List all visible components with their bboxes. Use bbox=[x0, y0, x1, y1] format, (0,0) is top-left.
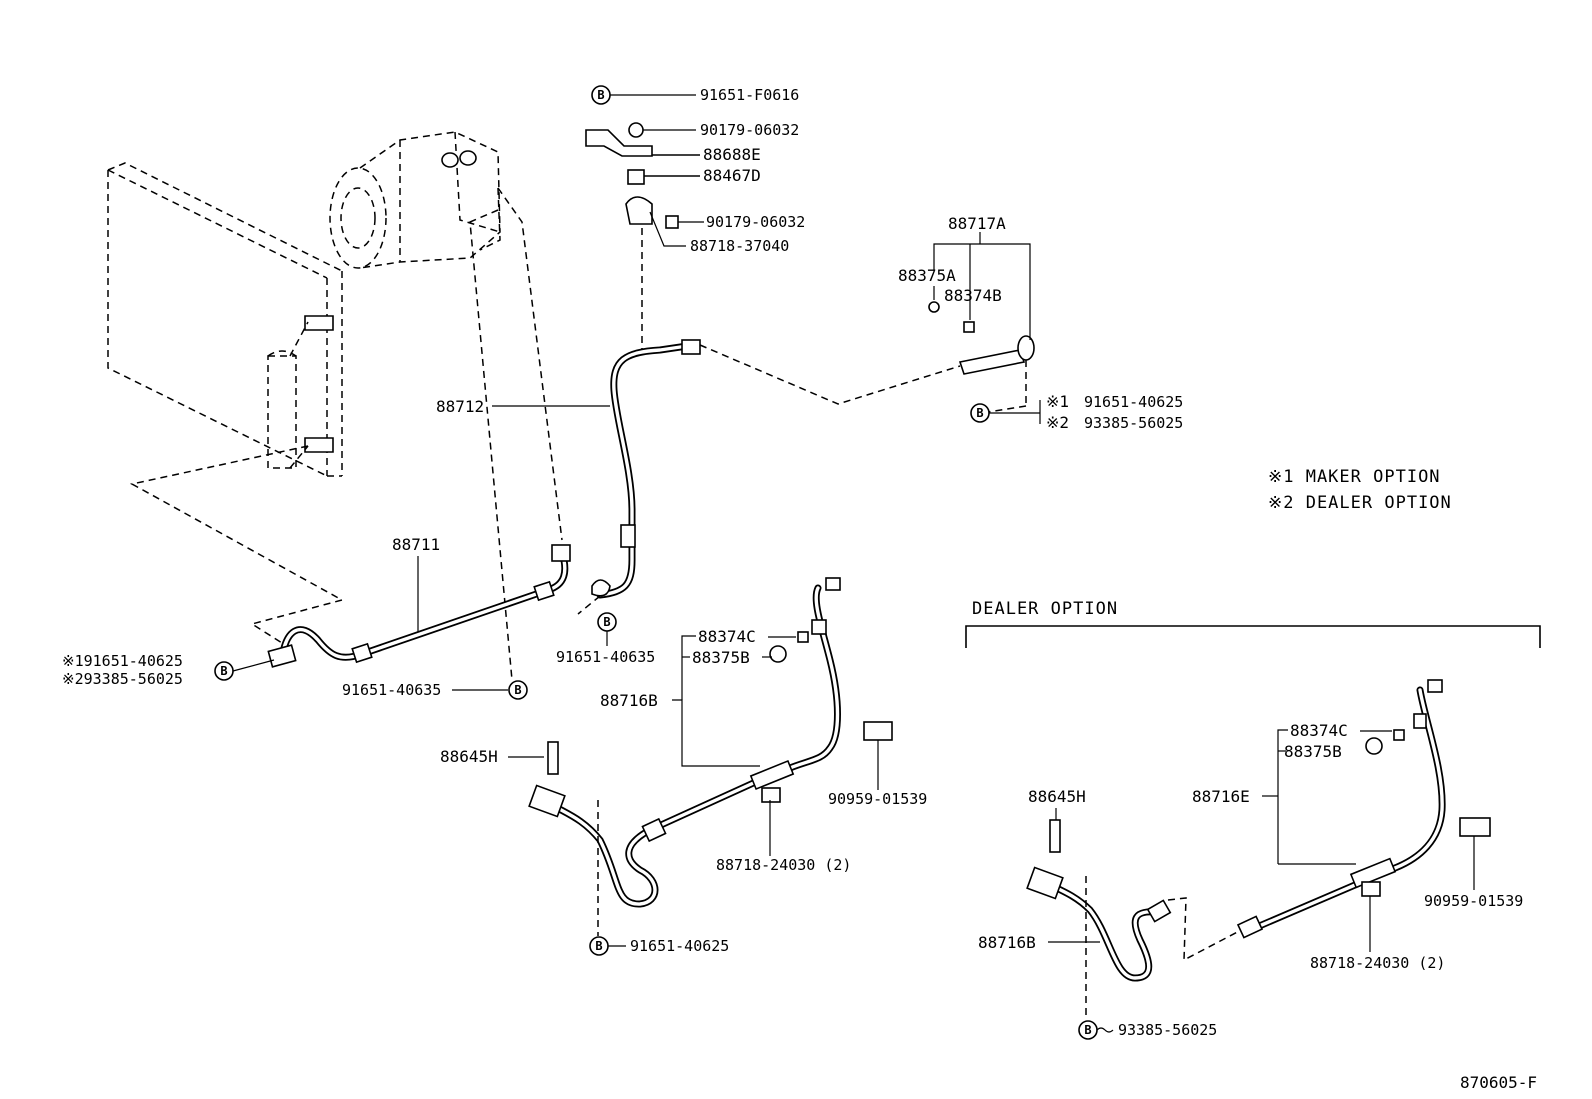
bolt-marker-mid-upper: B bbox=[597, 612, 617, 632]
label-88716b: 88716B bbox=[600, 691, 658, 710]
figure-id: 870605-F bbox=[1460, 1073, 1537, 1092]
label-dealer-88718-24030: 88718-24030 (2) bbox=[1310, 954, 1445, 972]
label-dealer-93385-56025: 93385-56025 bbox=[1118, 1021, 1217, 1039]
label-88375a: 88375A bbox=[898, 266, 956, 285]
label-88374c: 88374C bbox=[698, 627, 756, 646]
label-dealer-90959-01539: 90959-01539 bbox=[1424, 892, 1523, 910]
label-91651-40625-bottom: 91651-40625 bbox=[630, 937, 729, 955]
leader-condenser-outlet bbox=[129, 445, 344, 649]
label-dealer-88374c: 88374C bbox=[1290, 721, 1348, 740]
label-90959-01539: 90959-01539 bbox=[828, 790, 927, 808]
leader-compressor-suction bbox=[497, 187, 563, 541]
label-88718-24030: 88718-24030 (2) bbox=[716, 856, 851, 874]
label-dealer-88375b: 88375B bbox=[1284, 742, 1342, 761]
service-valve-88717a-drawing bbox=[928, 301, 1035, 413]
label-88712: 88712 bbox=[436, 397, 484, 416]
bolt-marker-dealer-bottom: B bbox=[1078, 1020, 1098, 1040]
svg-text:B: B bbox=[220, 664, 227, 678]
svg-text:B: B bbox=[603, 615, 610, 629]
legend-dealer-option: ※2 DEALER OPTION bbox=[1268, 493, 1452, 513]
svg-text:B: B bbox=[1084, 1023, 1091, 1037]
bolt-marker-right: B bbox=[970, 403, 990, 423]
label-88467d: 88467D bbox=[703, 166, 761, 185]
svg-text:B: B bbox=[595, 939, 602, 953]
dealer-option-title: DEALER OPTION bbox=[972, 599, 1118, 619]
bolt-marker-mid-lower: B bbox=[508, 680, 528, 700]
leader-compressor-discharge bbox=[469, 209, 513, 681]
svg-text:B: B bbox=[976, 406, 983, 420]
suction-tube-88712 bbox=[591, 339, 701, 599]
svg-text:B: B bbox=[514, 683, 521, 697]
legend-maker-option: ※1 MAKER OPTION bbox=[1268, 467, 1441, 487]
label-88717a: 88717A bbox=[948, 214, 1006, 233]
label-88375b: 88375B bbox=[692, 648, 750, 667]
bracket-stack-drawing bbox=[585, 122, 679, 229]
label-88374b: 88374B bbox=[944, 286, 1002, 305]
label-nut-90179-upper: 90179-06032 bbox=[700, 121, 799, 139]
dealer-option-drawing bbox=[1026, 679, 1491, 1016]
leader-88712-bolt bbox=[577, 595, 601, 615]
label-88711: 88711 bbox=[392, 535, 440, 554]
label-91651-40635-upper: 91651-40635 bbox=[556, 648, 655, 666]
leader-88712-to-88717a bbox=[699, 344, 961, 405]
liquid-tube-88716b-drawing bbox=[528, 577, 893, 908]
discharge-hose-88711 bbox=[267, 544, 571, 668]
label-88718-37040: 88718-37040 bbox=[690, 237, 789, 255]
label-93385-56025-right: 93385-56025 bbox=[1084, 414, 1183, 432]
label-93385-56025-left: ※293385-56025 bbox=[62, 670, 183, 688]
label-91651-40635-lower: 91651-40635 bbox=[342, 681, 441, 699]
svg-text:B: B bbox=[597, 88, 604, 102]
bolt-marker-left: B bbox=[214, 661, 234, 681]
mark-2-right: ※2 bbox=[1046, 413, 1069, 432]
condenser-drawing bbox=[107, 162, 343, 477]
label-nut-90179-lower: 90179-06032 bbox=[706, 213, 805, 231]
bolt-marker-top: B bbox=[591, 85, 611, 105]
compressor-drawing bbox=[329, 131, 501, 269]
label-dealer-88716b: 88716B bbox=[978, 933, 1036, 952]
label-dealer-88645h: 88645H bbox=[1028, 787, 1086, 806]
label-91651-f0616: 91651-F0616 bbox=[700, 86, 799, 104]
dealer-option-bracket bbox=[965, 625, 1541, 648]
mark-1-right: ※1 bbox=[1046, 392, 1069, 411]
label-88688e: 88688E bbox=[703, 145, 761, 164]
label-88645h: 88645H bbox=[440, 747, 498, 766]
label-91651-40625-right: 91651-40625 bbox=[1084, 393, 1183, 411]
label-88716e: 88716E bbox=[1192, 787, 1250, 806]
bolt-marker-bottom: B bbox=[589, 936, 609, 956]
label-91651-40625-left: ※191651-40625 bbox=[62, 652, 183, 670]
